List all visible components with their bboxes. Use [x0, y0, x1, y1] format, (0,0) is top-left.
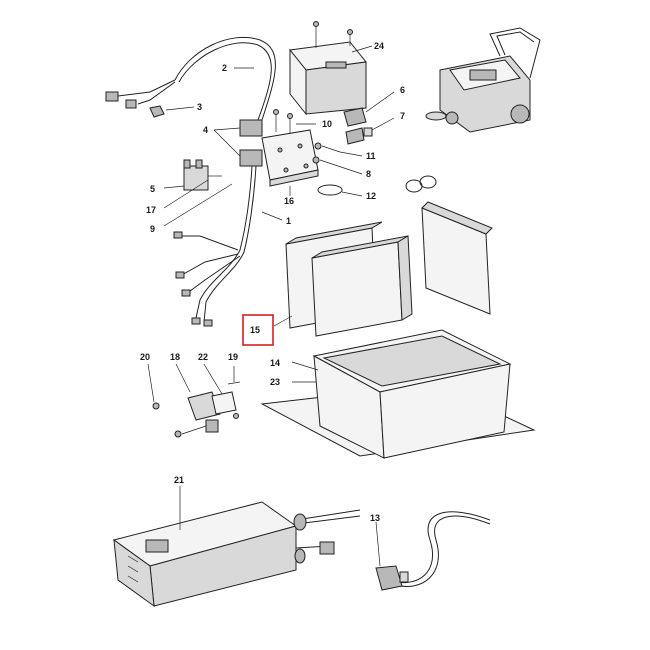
fastener-20[interactable] [147, 363, 160, 410]
callout-17: 17 [146, 205, 156, 215]
foam-pad-side [421, 201, 493, 315]
callout-7: 7 [400, 111, 405, 121]
charger-21[interactable] [112, 486, 361, 608]
sweeper-machine-illustration [425, 27, 541, 133]
callout-8: 8 [366, 169, 371, 179]
callout-24: 24 [374, 41, 384, 51]
callout-14: 14 [270, 358, 280, 368]
fuse-7[interactable] [345, 117, 395, 145]
callout-20: 20 [140, 352, 150, 362]
bracket-22[interactable] [203, 363, 237, 415]
callout-22: 22 [198, 352, 208, 362]
callout-4: 4 [203, 125, 208, 135]
nut-8[interactable] [312, 156, 363, 175]
callout-5: 5 [150, 184, 155, 194]
nut-3[interactable] [149, 105, 195, 118]
screw-17[interactable] [163, 175, 222, 209]
switch-bracket-18[interactable] [174, 363, 221, 438]
callout-1: 1 [286, 216, 291, 226]
washer-11[interactable] [314, 142, 363, 157]
callout-12: 12 [366, 191, 376, 201]
screw-10[interactable] [273, 109, 317, 135]
callout-10: 10 [322, 119, 332, 129]
connector-4[interactable] [213, 119, 263, 167]
screw-19[interactable] [227, 366, 241, 419]
callout-2: 2 [222, 63, 227, 73]
callout-21: 21 [174, 475, 184, 485]
wiring-harness-2[interactable] [105, 36, 276, 121]
clip-rings [405, 175, 437, 193]
callout-15: 15 [250, 325, 260, 335]
callout-23: 23 [270, 377, 280, 387]
power-cord-13[interactable] [375, 511, 491, 591]
strap-12[interactable] [317, 184, 363, 197]
callout-6: 6 [400, 85, 405, 95]
foam-pad-15[interactable] [273, 221, 413, 337]
wire-9[interactable] [163, 183, 233, 227]
callout-18: 18 [170, 352, 180, 362]
callout-11: 11 [366, 151, 376, 161]
callout-9: 9 [150, 224, 155, 234]
callout-19: 19 [228, 352, 238, 362]
callout-labels: 1 2 3 4 5 6 7 8 9 10 11 12 13 14 15 16 1… [140, 41, 405, 523]
callout-3: 3 [197, 102, 202, 112]
relay-5[interactable] [163, 159, 209, 191]
callout-13: 13 [370, 513, 380, 523]
callout-15-highlight-box[interactable] [242, 314, 274, 346]
cable-harness-1[interactable] [173, 165, 283, 327]
mounting-plate-16[interactable] [261, 129, 319, 196]
battery-cover-24[interactable] [289, 21, 373, 116]
battery-tray-14[interactable] [291, 329, 512, 459]
switch-6[interactable] [343, 91, 395, 127]
callout-16: 16 [284, 196, 294, 206]
